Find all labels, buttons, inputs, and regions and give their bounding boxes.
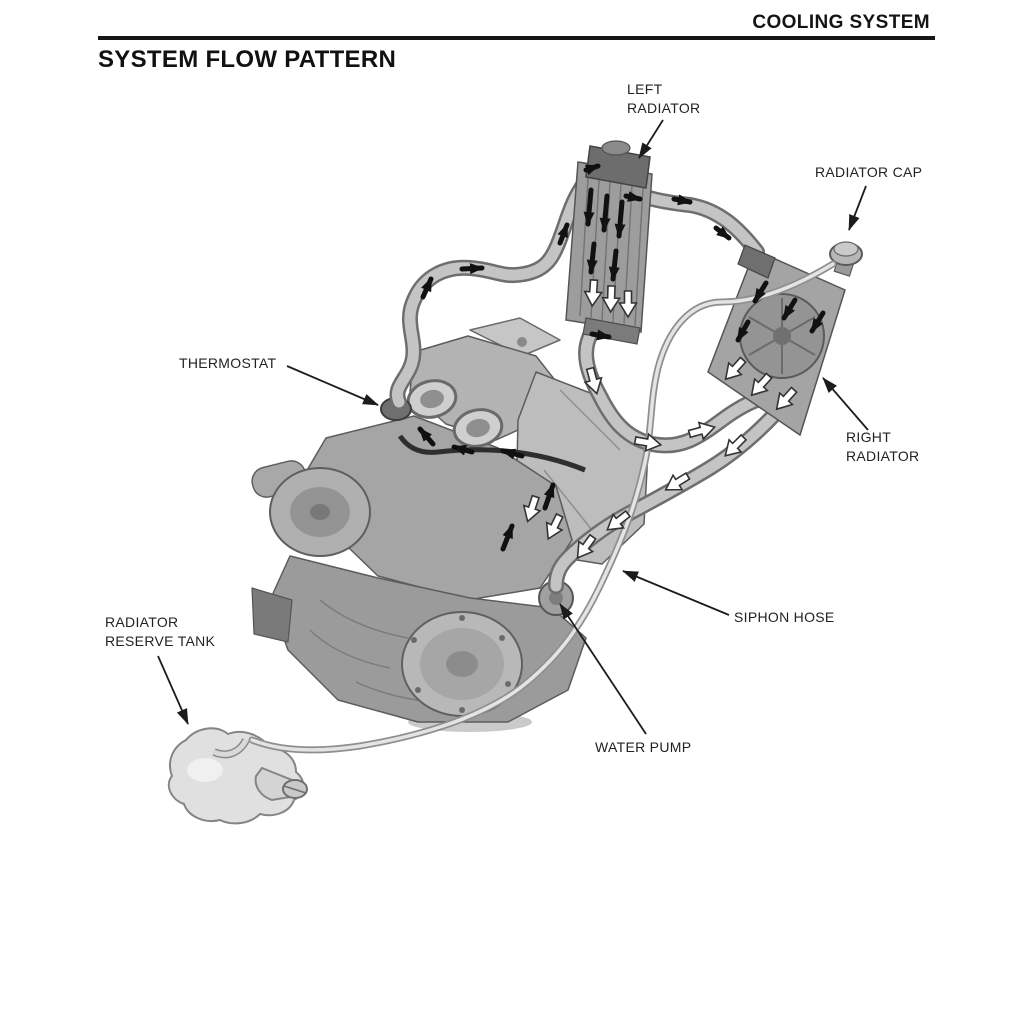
throttle-bore-left-inner bbox=[420, 389, 444, 409]
flow-arrow bbox=[752, 280, 769, 304]
leader-radiator-cap bbox=[848, 185, 867, 231]
clutch-cover-bolts bbox=[411, 615, 511, 713]
flow-arrow bbox=[614, 199, 626, 239]
radiator-cap-top bbox=[833, 241, 859, 257]
callout-leaders bbox=[157, 119, 869, 735]
callout-water-pump: WATER PUMP bbox=[595, 739, 692, 755]
leader-left-radiator bbox=[638, 119, 664, 159]
leader-water-pump bbox=[559, 603, 647, 735]
flow-arrow bbox=[557, 222, 570, 246]
flow-arrow bbox=[809, 310, 826, 334]
reserve-tank bbox=[167, 727, 308, 825]
radiator-fan-hub bbox=[773, 327, 791, 345]
right-radiator-inlet bbox=[737, 244, 776, 279]
flow-arrow bbox=[735, 319, 751, 343]
flow-arrow bbox=[671, 194, 693, 206]
clutch-cover-hub bbox=[446, 651, 478, 677]
header-rule bbox=[98, 36, 935, 40]
flow-arrow bbox=[599, 193, 611, 233]
flow-arrow bbox=[583, 187, 595, 227]
flow-arrow bbox=[500, 448, 525, 460]
flow-arrow bbox=[583, 163, 601, 176]
right-radiator bbox=[707, 241, 863, 437]
reserve-tank-loop bbox=[213, 738, 249, 757]
engine-mount bbox=[251, 587, 293, 643]
callout-thermostat: THERMOSTAT bbox=[179, 355, 277, 371]
leader-right-radiator bbox=[822, 377, 869, 431]
alternator-hub bbox=[310, 504, 330, 520]
flow-arrow bbox=[589, 329, 612, 341]
section-header: COOLING SYSTEM bbox=[752, 12, 930, 33]
left-radiator bbox=[565, 140, 653, 345]
left-radiator-filler bbox=[601, 140, 631, 156]
flow-arrow bbox=[608, 248, 620, 282]
flow-arrow bbox=[623, 191, 643, 202]
page-title: SYSTEM FLOW PATTERN bbox=[98, 46, 397, 73]
leader-thermostat bbox=[286, 365, 379, 406]
callout-radiator-cap: RADIATOR CAP bbox=[815, 164, 923, 180]
flow-arrow bbox=[713, 225, 732, 241]
water-pump-hub bbox=[549, 591, 563, 605]
left-radiator-bottom-tank bbox=[582, 317, 641, 345]
flow-arrow bbox=[542, 482, 556, 511]
leader-reserve-tank bbox=[157, 655, 189, 725]
siphon-hose bbox=[248, 260, 837, 754]
flow-arrow bbox=[417, 426, 436, 447]
flow-arrow bbox=[586, 241, 598, 275]
flow-arrow bbox=[781, 297, 798, 321]
callout-reserve-tank: RADIATOR RESERVE TANK bbox=[105, 614, 216, 649]
flow-arrow bbox=[420, 276, 434, 300]
callout-left-radiator: LEFT RADIATOR bbox=[627, 81, 701, 116]
flow-arrows-black bbox=[417, 163, 826, 552]
flow-arrow bbox=[459, 263, 485, 275]
sensor-detail bbox=[517, 337, 527, 347]
callout-siphon-hose: SIPHON HOSE bbox=[734, 609, 835, 625]
leader-siphon-hose bbox=[622, 570, 730, 616]
flow-arrow bbox=[500, 523, 515, 552]
throttle-bore-right-inner bbox=[466, 418, 490, 438]
callout-right-radiator: RIGHT RADIATOR bbox=[846, 429, 920, 464]
flow-arrow bbox=[451, 444, 475, 456]
reserve-tank-cap-slot bbox=[283, 785, 307, 794]
reserve-tank-highlight bbox=[187, 758, 223, 782]
